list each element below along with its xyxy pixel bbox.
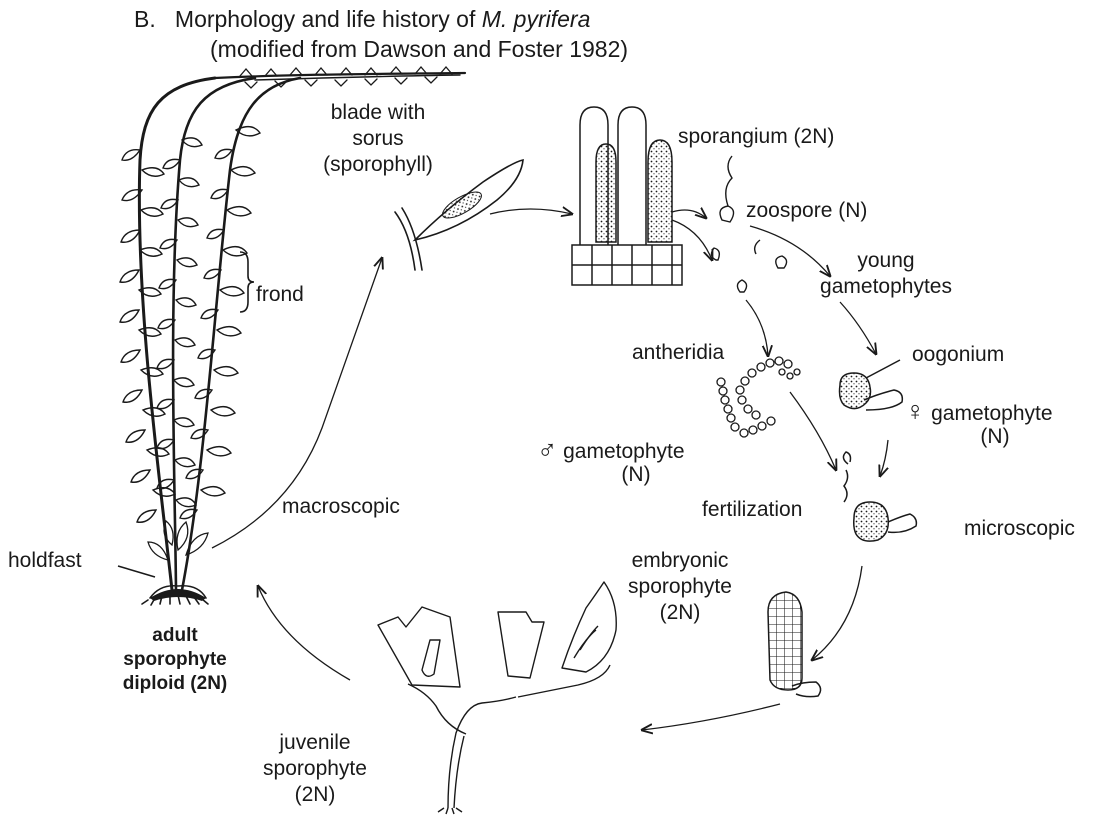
juvenile-sporophyte-drawing: [378, 582, 616, 814]
label-blade-with-sorus: blade with sorus (sporophyll): [323, 100, 433, 178]
label-frond: frond: [256, 282, 304, 308]
label-adult-sporophyte: adult sporophyte diploid (2N): [123, 624, 227, 696]
arrow-sporangium-to-zoospore: [672, 210, 706, 218]
oogonium-drawing: [840, 360, 903, 410]
label-sporangium: sporangium (2N): [678, 124, 834, 150]
arrow-female-to-fertilization: [880, 440, 888, 476]
male-symbol: ♂: [537, 434, 557, 464]
label-male-gametophyte-ploidy: (N): [621, 462, 650, 488]
fertilized-egg-drawing: [843, 452, 916, 541]
figure-subtitle: (modified from Dawson and Foster 1982): [210, 36, 628, 62]
label-embryonic-sporophyte: embryonic sporophyte (2N): [628, 548, 732, 626]
zoospore-drawing: [711, 156, 786, 292]
label-female-gametophyte: ♀ gametophyte: [905, 398, 1053, 427]
label-fertilization: fertilization: [702, 497, 802, 523]
label-antheridia: antheridia: [632, 340, 724, 366]
frond-bracket: [240, 252, 254, 312]
arrow-antheridia-to-fertilization: [790, 392, 836, 470]
label-female-gametophyte-ploidy: (N): [980, 424, 1009, 450]
female-symbol: ♀: [905, 396, 925, 426]
title-prefix: Morphology and life history of: [175, 6, 482, 32]
male-gametophyte-drawing: [717, 357, 800, 437]
label-male-gametophyte: ♂ gametophyte: [537, 436, 685, 465]
arrow-sporangium-to-gametophytes: [672, 220, 712, 260]
label-holdfast: holdfast: [8, 548, 82, 574]
arrow-fertilization-to-embryo: [812, 566, 862, 660]
label-microscopic: microscopic: [964, 516, 1075, 542]
arrow-embryo-to-juvenile: [642, 704, 780, 730]
embryonic-sporophyte-drawing: [768, 592, 821, 697]
label-young-gametophytes: young gametophytes: [820, 248, 952, 300]
label-macroscopic: macroscopic: [282, 494, 400, 520]
arrow-to-antheridia: [746, 300, 768, 356]
label-oogonium: oogonium: [912, 342, 1004, 368]
label-zoospore: zoospore (N): [746, 198, 867, 224]
arrow-zoospore-to-young-gametophytes: [750, 226, 830, 276]
arrow-sporophyll-to-sporangium: [490, 209, 572, 214]
arrow-to-oogonium: [840, 302, 876, 354]
holdfast-pointer: [118, 566, 155, 577]
species-name: M. pyrifera: [482, 6, 591, 32]
panel-letter: B.: [134, 6, 156, 32]
label-juvenile-sporophyte: juvenile sporophyte (2N): [263, 730, 367, 808]
sporangia-drawing: [572, 107, 682, 285]
arrow-juvenile-to-adult: [258, 586, 350, 680]
figure-title: B. Morphology and life history of M. pyr…: [134, 6, 590, 32]
